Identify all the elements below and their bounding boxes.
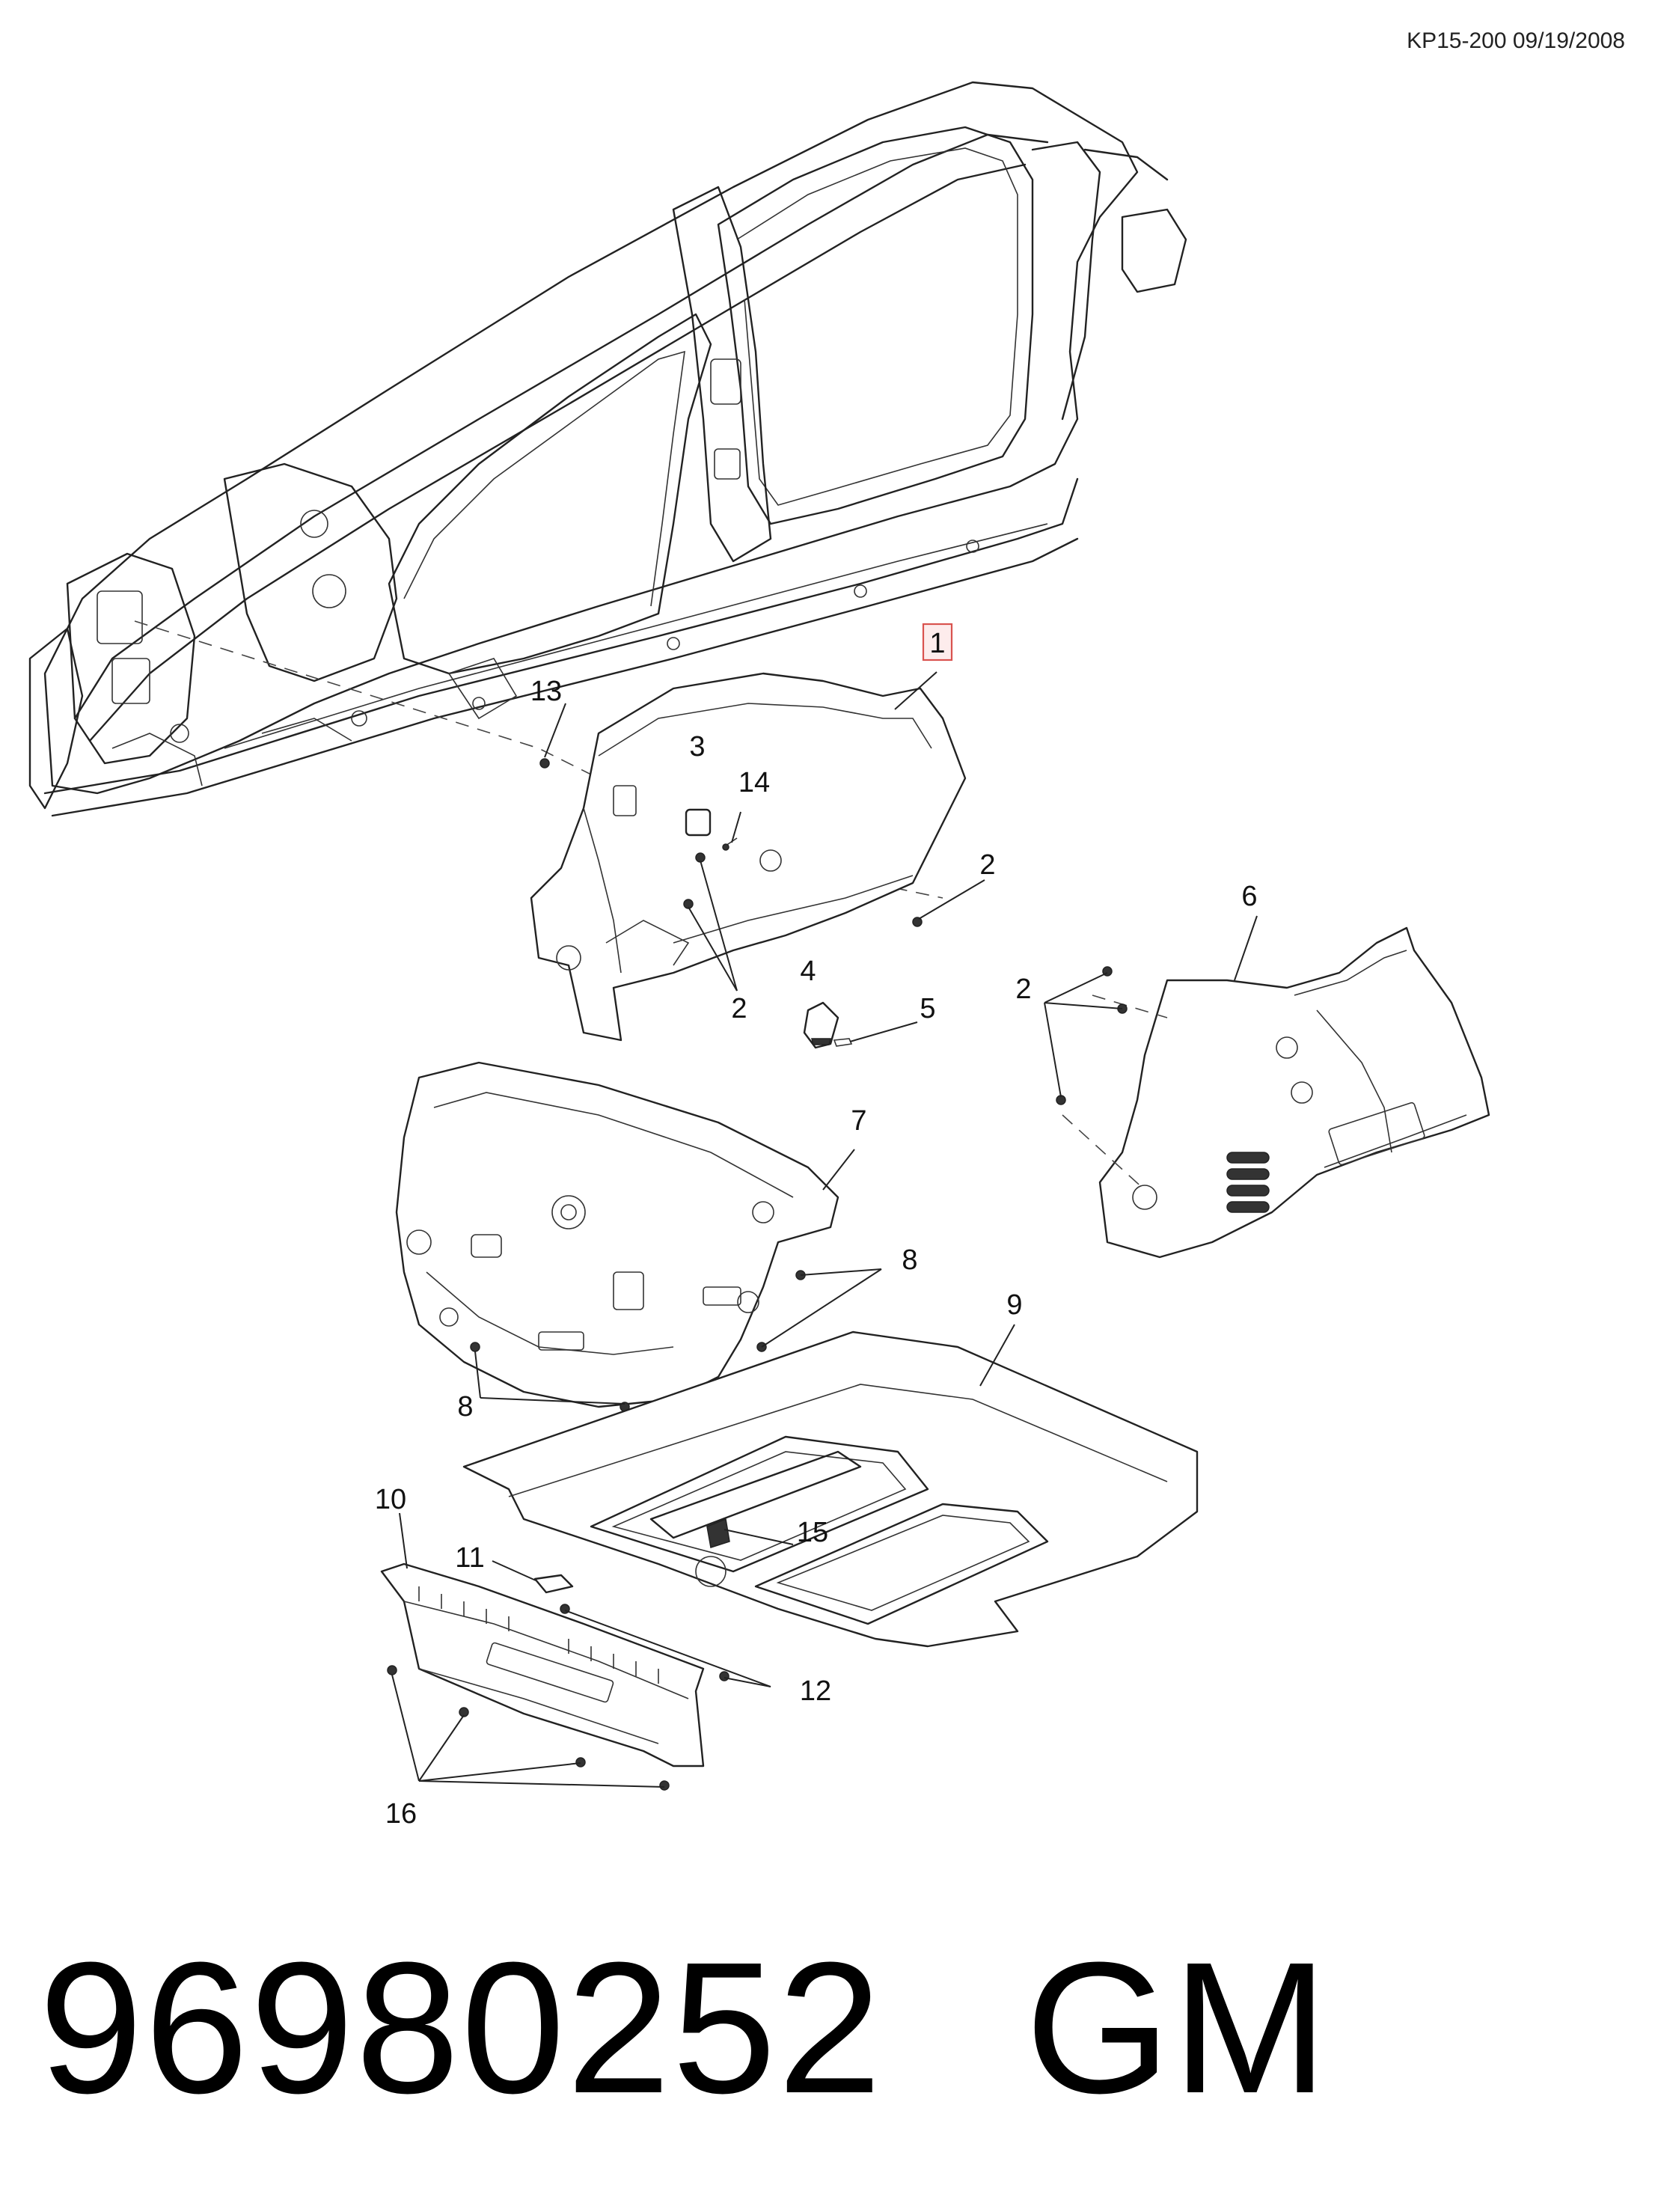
part-16-fasteners	[387, 1665, 670, 1791]
part-10-sill-trim	[380, 1562, 705, 1768]
brand-label: GM	[1025, 1923, 1330, 2132]
callout-15: 15	[797, 1517, 828, 1548]
callout-14: 14	[738, 767, 770, 798]
callout-12: 12	[800, 1675, 831, 1707]
callout-1-highlight	[922, 623, 953, 662]
vent-grille	[1226, 1152, 1270, 1213]
callout-2-a: 2	[979, 849, 995, 881]
body-side-structure	[28, 81, 1187, 817]
callout-13: 13	[530, 676, 562, 707]
part-3-clip	[685, 808, 712, 837]
part-13-fastener	[539, 758, 550, 769]
part-number: 96980252	[39, 1923, 884, 2132]
document-code: KP15-200 09/19/2008	[1407, 28, 1625, 53]
part-number-footer: 96980252 GM	[39, 1916, 1330, 2140]
part-4-5-fastener	[803, 1001, 853, 1049]
callout-2-c: 2	[1015, 974, 1031, 1005]
callout-6: 6	[1241, 881, 1257, 912]
leader-lines	[391, 671, 1258, 1788]
callout-8-b: 8	[457, 1391, 473, 1423]
part-2-fastener	[912, 917, 923, 927]
callout-9: 9	[1006, 1289, 1022, 1321]
part-12-fastener	[719, 1671, 729, 1681]
callout-3: 3	[689, 731, 705, 763]
callout-2-b: 2	[731, 993, 747, 1024]
part-14-pin	[722, 843, 729, 851]
callout-11: 11	[455, 1542, 484, 1574]
callout-4: 4	[800, 956, 816, 987]
callout-7: 7	[851, 1105, 866, 1137]
sill-ribs	[418, 1586, 659, 1684]
part-11-clip	[533, 1574, 574, 1594]
part-1-trunk-side-trim	[530, 672, 967, 1042]
callout-10: 10	[375, 1484, 406, 1515]
part-2-fastener	[683, 899, 694, 909]
callout-16: 16	[385, 1798, 417, 1830]
part-9-floor-panel	[462, 1330, 1199, 1648]
callout-1: 1	[929, 628, 945, 659]
callout-5: 5	[920, 993, 935, 1024]
exploded-parts-diagram: 1 13 3 14 2 2 4 5 6 2 7 8 8 9 10 11 15 1…	[28, 81, 1490, 1830]
callout-8-a: 8	[902, 1244, 917, 1276]
part-6-right-side-trim	[1098, 926, 1490, 1259]
part-7-lid-inner-panel	[395, 1061, 839, 1408]
